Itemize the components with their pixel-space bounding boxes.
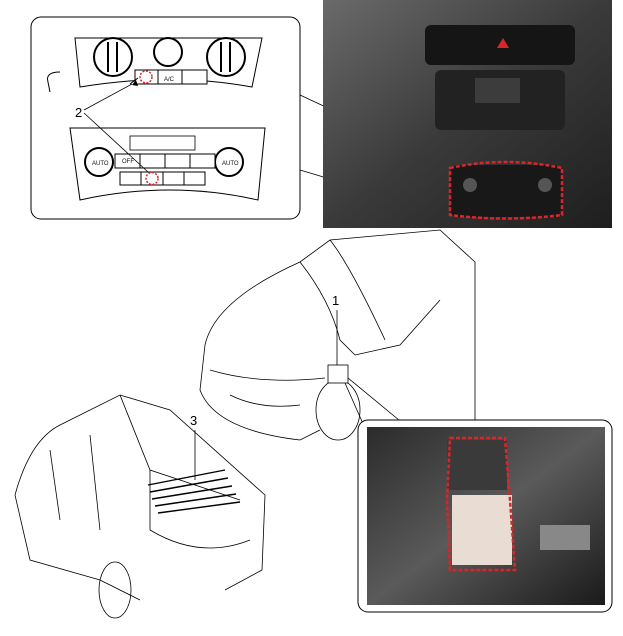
auto-right-label: AUTO	[222, 161, 239, 167]
callout-3: 3	[190, 413, 197, 428]
callout-1: 1	[332, 293, 339, 308]
dashboard-photo	[323, 0, 612, 228]
junction-box-photo	[357, 419, 613, 613]
ac-button-label: A/C	[164, 77, 175, 83]
rear-car-drawing	[14, 394, 266, 619]
off-button-label: OFF	[122, 159, 134, 165]
front-car-drawing	[199, 229, 476, 441]
module-location-box	[327, 364, 349, 384]
auto-left-label: AUTO	[92, 161, 109, 167]
callout-2: 2	[75, 105, 82, 120]
control-panel-inset: A/C AUTO AUTO OFF 2	[30, 16, 301, 220]
